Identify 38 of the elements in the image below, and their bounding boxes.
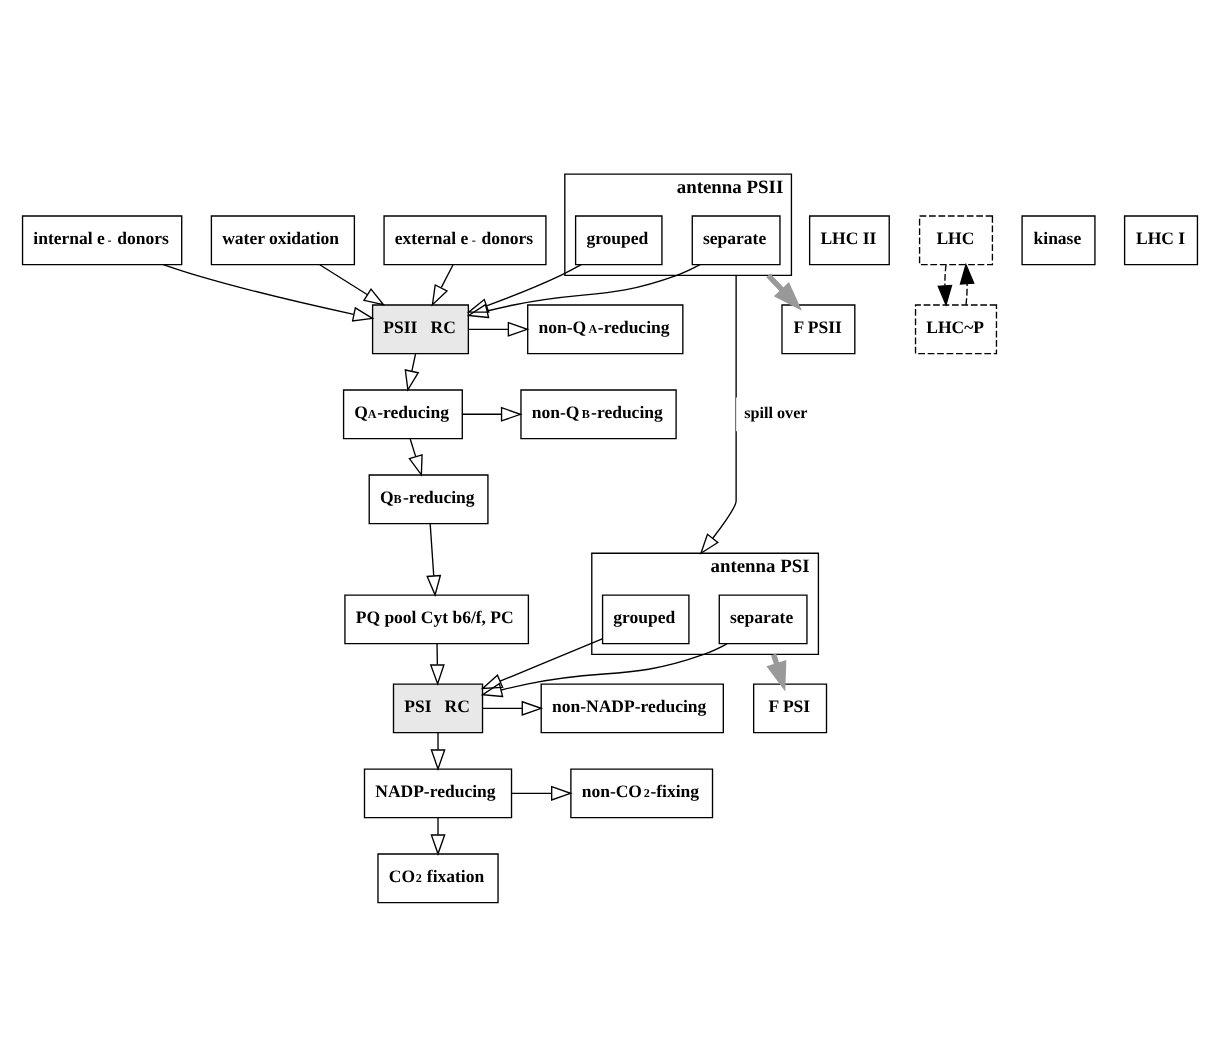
node-box: grouped [601,593,690,644]
arrow [429,642,445,685]
arrow [162,262,375,321]
node-box: PSII RC [371,303,470,354]
arrow [480,637,603,689]
arrow [430,816,446,855]
arrow [404,352,420,391]
arrow [467,320,530,336]
node-box: F PSII [781,303,856,354]
arrow [430,731,446,770]
arrow [766,272,802,310]
arrow [937,263,953,306]
node-box: kinase [1021,214,1096,265]
node-box: separate [691,214,781,265]
arrow [319,263,386,305]
arrow [431,263,454,306]
node-box: PSI RC [392,682,484,733]
node-box: LHC I [1123,214,1199,265]
node-box: F PSI [753,682,828,733]
arrow [426,522,442,596]
node-box: LHC~P [914,303,998,354]
node-box: NADP-reducing [363,767,513,818]
arrow [480,642,728,697]
arrow [466,263,582,312]
node-box: water oxidation [210,214,356,265]
node-box: non-NADP-reducing [540,682,724,733]
node-box: separate [718,593,808,644]
arrow [699,273,737,554]
node-box: grouped [574,214,663,265]
arrow [408,437,423,476]
arrow [510,784,573,800]
node-box: LHC [918,214,994,265]
node-box: PQ pool Cyt b6/f, PC [344,593,530,644]
arrow [461,405,523,421]
node-box: LHC II [808,214,890,265]
arrow [482,699,544,715]
arrow [466,263,701,318]
arrow [959,261,975,305]
